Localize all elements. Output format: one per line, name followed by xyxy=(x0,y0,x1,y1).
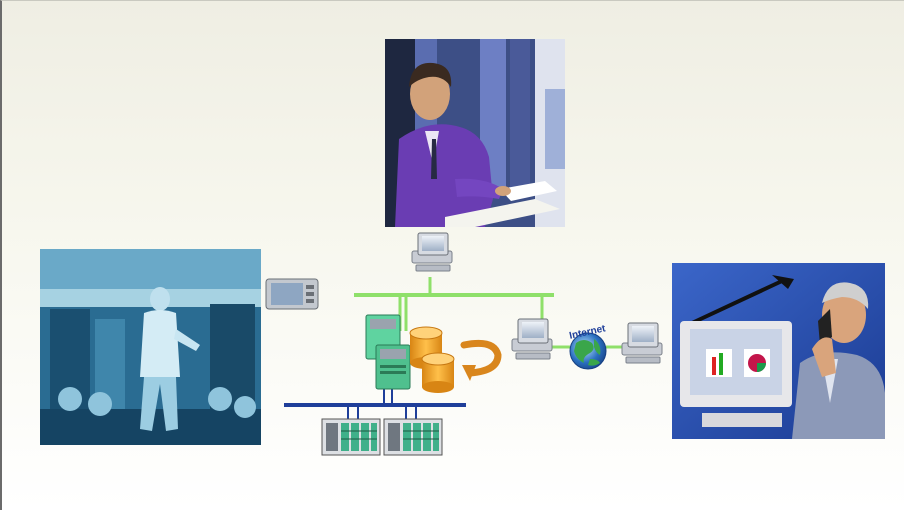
workstation-icon xyxy=(621,322,663,364)
hmi-panel-icon xyxy=(265,278,319,310)
plant-network-line xyxy=(284,379,466,421)
workstation-icon xyxy=(411,232,453,272)
office-worker-photo xyxy=(385,39,565,227)
warehouse-worker-photo xyxy=(40,249,261,445)
sync-arrow-icon xyxy=(460,339,502,381)
globe-icon xyxy=(569,332,607,370)
plc-rack-icon xyxy=(383,418,443,456)
workstation-icon xyxy=(511,318,553,360)
database-icon xyxy=(409,326,455,393)
plc-rack-icon xyxy=(321,418,381,456)
server-icon xyxy=(365,314,411,390)
phone-user-photo xyxy=(672,263,885,439)
